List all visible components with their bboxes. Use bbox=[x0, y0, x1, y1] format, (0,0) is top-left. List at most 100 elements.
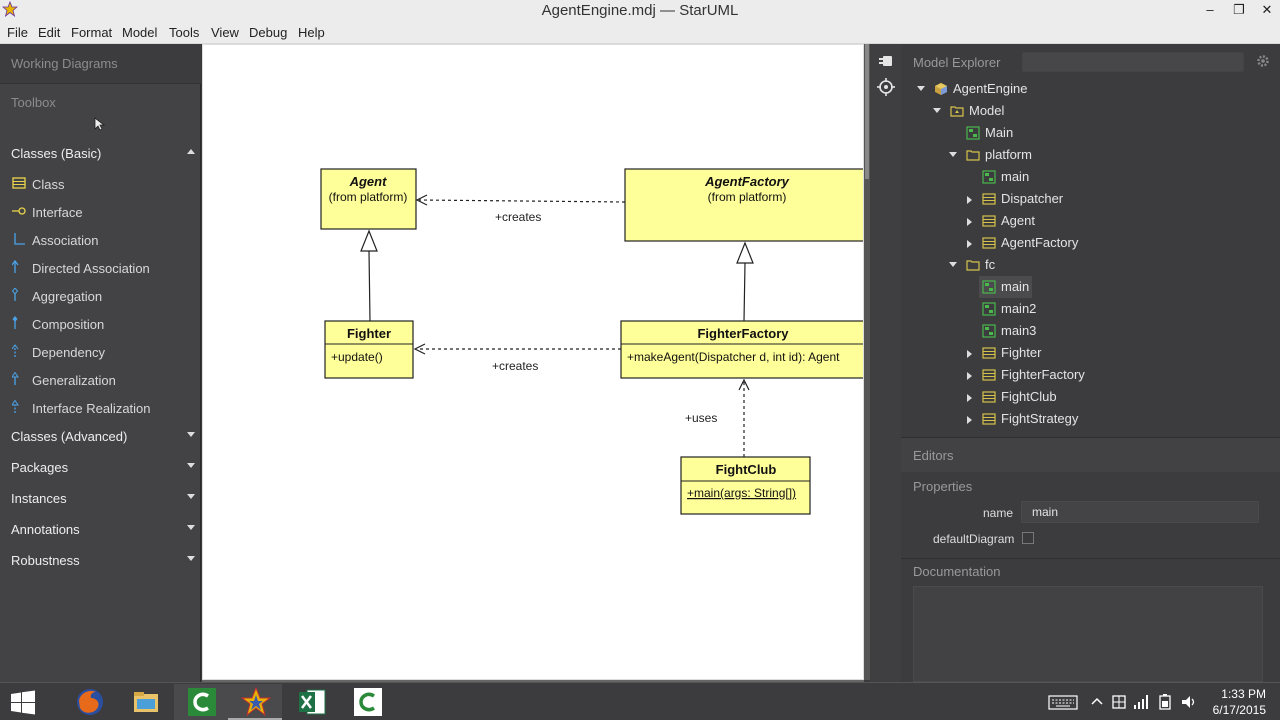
documentation-textarea[interactable] bbox=[913, 586, 1263, 682]
tree-node-main3[interactable]: main3 bbox=[901, 320, 1280, 342]
clock-time[interactable]: 1:33 PM bbox=[1221, 687, 1266, 701]
fighterfactory-generalization[interactable] bbox=[743, 262, 746, 322]
expand-toggle-icon[interactable] bbox=[967, 416, 972, 424]
restore-button[interactable]: ❐ bbox=[1233, 2, 1245, 17]
staruml-icon bbox=[241, 687, 271, 717]
expand-toggle-icon[interactable] bbox=[967, 350, 972, 358]
expand-toggle-icon[interactable] bbox=[967, 196, 972, 204]
tree-node-main-diagram[interactable]: Main bbox=[901, 122, 1280, 144]
creates-label-top: +creates bbox=[495, 210, 541, 224]
tree-node-fc[interactable]: fc bbox=[901, 254, 1280, 276]
canvas-horizontal-scrollbar[interactable] bbox=[202, 680, 864, 682]
tool-composition[interactable]: Composition bbox=[0, 313, 201, 335]
model-explorer-search-input[interactable] bbox=[1022, 52, 1244, 72]
fighter-generalization[interactable] bbox=[368, 250, 371, 322]
camtasia-recorder-icon bbox=[188, 688, 216, 716]
taskbar-file-explorer[interactable] bbox=[118, 684, 172, 720]
class-fight-club[interactable]: FightClub +main(args: String[]) bbox=[680, 456, 811, 515]
tree-node-main2[interactable]: main2 bbox=[901, 298, 1280, 320]
minimize-button[interactable]: – bbox=[1206, 2, 1214, 17]
diagram-canvas[interactable]: Agent (from platform) AgentFactory (from… bbox=[202, 44, 864, 680]
class-fighter-factory[interactable]: FighterFactory +makeAgent(Dispatcher d, … bbox=[620, 320, 864, 379]
tool-interface-realization[interactable]: Interface Realization bbox=[0, 397, 201, 419]
crosshair-locate-icon[interactable] bbox=[877, 78, 895, 96]
toolbox-group-packages[interactable]: Packages bbox=[0, 456, 201, 480]
toolbox-group-classes-advanced[interactable]: Classes (Advanced) bbox=[0, 425, 201, 449]
toolbox-group-robustness[interactable]: Robustness bbox=[0, 549, 201, 573]
action-center-flag-icon[interactable] bbox=[1110, 693, 1128, 711]
menu-edit[interactable]: Edit bbox=[38, 25, 61, 40]
select-pointer-icon[interactable] bbox=[94, 117, 106, 131]
working-diagrams-panel[interactable]: Working Diagrams bbox=[0, 44, 201, 84]
toolbox-group-instances[interactable]: Instances bbox=[0, 487, 201, 511]
tool-class[interactable]: Class bbox=[0, 173, 201, 195]
generalization-tool-icon bbox=[12, 372, 19, 385]
toolbox-group-classes-basic[interactable]: Classes (Basic) bbox=[0, 142, 201, 166]
expand-toggle-icon[interactable] bbox=[967, 240, 972, 248]
tree-node-fighter[interactable]: Fighter bbox=[901, 342, 1280, 364]
composition-tool-icon bbox=[12, 316, 18, 329]
taskbar-staruml[interactable] bbox=[228, 684, 282, 720]
scrollbar-thumb[interactable] bbox=[865, 44, 869, 179]
extensions-plug-icon[interactable] bbox=[877, 52, 895, 70]
taskbar-excel[interactable] bbox=[284, 684, 338, 720]
menu-tools[interactable]: Tools bbox=[169, 25, 200, 40]
menu-file[interactable]: File bbox=[7, 25, 28, 40]
staruml-logo-icon bbox=[2, 1, 18, 17]
clock-date[interactable]: 6/17/2015 bbox=[1212, 703, 1266, 717]
tree-node-model[interactable]: Model bbox=[901, 100, 1280, 122]
default-diagram-checkbox[interactable] bbox=[1022, 532, 1034, 544]
expand-toggle-icon[interactable] bbox=[917, 86, 925, 91]
tree-node-agentengine[interactable]: AgentEngine bbox=[901, 78, 1280, 100]
window-title: AgentEngine.mdj — StarUML bbox=[541, 2, 739, 19]
tool-directed-association[interactable]: Directed Association bbox=[0, 257, 201, 279]
tool-interface[interactable]: Interface bbox=[0, 201, 201, 223]
taskbar-camtasia-recorder[interactable] bbox=[174, 684, 228, 720]
taskbar-firefox[interactable] bbox=[62, 684, 116, 720]
menu-help[interactable]: Help bbox=[298, 25, 325, 40]
expand-toggle-icon[interactable] bbox=[967, 394, 972, 402]
menu-format[interactable]: Format bbox=[71, 25, 113, 40]
menu-model[interactable]: Model bbox=[122, 25, 158, 40]
tree-node-agentfactory[interactable]: AgentFactory bbox=[901, 232, 1280, 254]
expand-toggle-icon[interactable] bbox=[949, 152, 957, 157]
gear-icon[interactable] bbox=[1256, 54, 1270, 68]
tool-dependency[interactable]: Dependency bbox=[0, 341, 201, 363]
tree-node-fighterfactory[interactable]: FighterFactory bbox=[901, 364, 1280, 386]
expand-toggle-icon[interactable] bbox=[949, 262, 957, 267]
tree-node-dispatcher[interactable]: Dispatcher bbox=[901, 188, 1280, 210]
fighterfactory-operation: +makeAgent(Dispatcher d, int id): Agent bbox=[627, 350, 840, 364]
expand-toggle-icon[interactable] bbox=[967, 218, 972, 226]
divider bbox=[901, 437, 1280, 438]
agent-class-name: Agent bbox=[349, 174, 388, 189]
tree-node-fightstrategy[interactable]: FightStrategy bbox=[901, 408, 1280, 430]
tree-node-platform[interactable]: platform bbox=[901, 144, 1280, 166]
tool-association[interactable]: Association bbox=[0, 229, 201, 251]
network-signal-icon[interactable] bbox=[1132, 693, 1150, 711]
menu-debug[interactable]: Debug bbox=[249, 25, 288, 40]
tree-node-platform-main[interactable]: main bbox=[901, 166, 1280, 188]
menu-view[interactable]: View bbox=[211, 25, 239, 40]
close-button[interactable]: ✕ bbox=[1261, 2, 1273, 17]
creates-dependency-top[interactable] bbox=[418, 199, 626, 203]
expand-toggle-icon[interactable] bbox=[967, 372, 972, 380]
toolbox-group-annotations[interactable]: Annotations bbox=[0, 518, 201, 542]
tree-node-fc-main-selected[interactable]: main bbox=[979, 276, 1032, 298]
keyboard-icon[interactable] bbox=[1048, 693, 1078, 711]
start-button[interactable] bbox=[0, 684, 46, 720]
canvas-vertical-scrollbar[interactable] bbox=[864, 44, 870, 680]
tool-aggregation[interactable]: Aggregation bbox=[0, 285, 201, 307]
battery-icon[interactable] bbox=[1156, 693, 1174, 711]
class-agent[interactable]: Agent (from platform) bbox=[320, 168, 417, 230]
fightclub-class-name: FightClub bbox=[716, 462, 777, 477]
tree-node-fightclub[interactable]: FightClub bbox=[901, 386, 1280, 408]
name-property-input[interactable]: main bbox=[1021, 501, 1259, 523]
tree-node-agent[interactable]: Agent bbox=[901, 210, 1280, 232]
expand-toggle-icon[interactable] bbox=[933, 108, 941, 113]
show-hidden-icons-icon[interactable] bbox=[1088, 693, 1106, 711]
class-agent-factory[interactable]: AgentFactory (from platform) bbox=[624, 168, 864, 242]
taskbar-camtasia-studio[interactable] bbox=[340, 684, 394, 720]
class-fighter[interactable]: Fighter +update() bbox=[324, 320, 414, 379]
volume-icon[interactable] bbox=[1180, 693, 1198, 711]
tool-generalization[interactable]: Generalization bbox=[0, 369, 201, 391]
